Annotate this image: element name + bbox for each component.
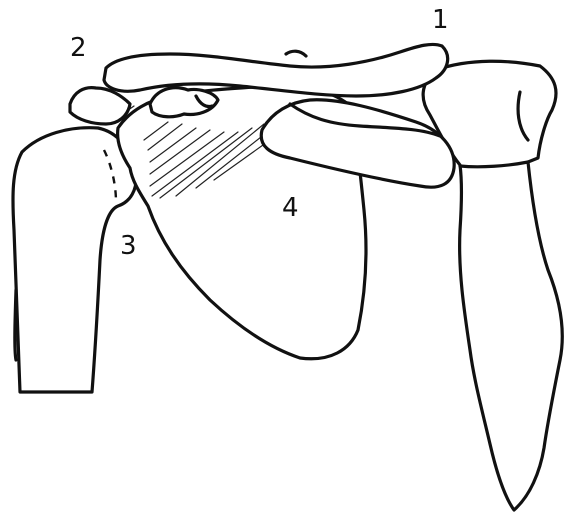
acromion bbox=[70, 88, 130, 124]
label-2: 2 bbox=[70, 33, 87, 63]
sternum bbox=[423, 61, 562, 510]
label-1: 1 bbox=[432, 5, 449, 35]
humerus bbox=[13, 128, 136, 392]
clavicle bbox=[104, 44, 448, 96]
label-3: 3 bbox=[120, 231, 137, 261]
label-4: 4 bbox=[282, 193, 299, 223]
